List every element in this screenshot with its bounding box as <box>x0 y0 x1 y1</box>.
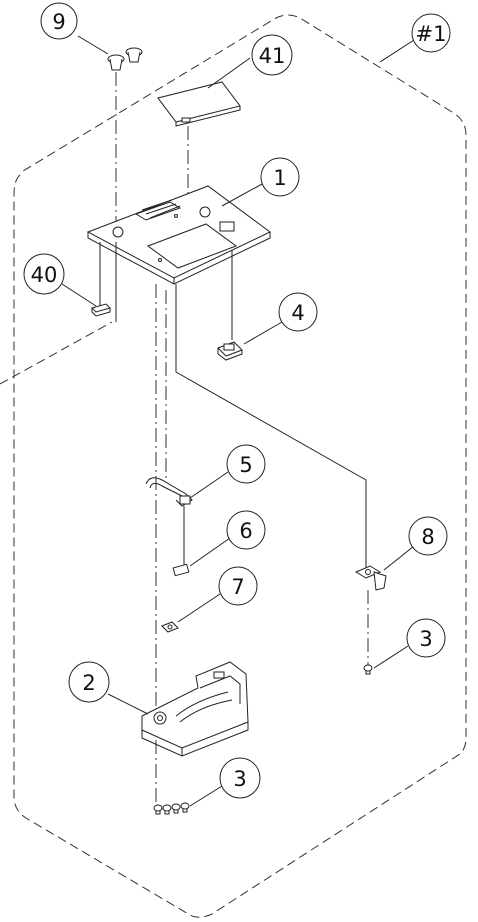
part-block-40 <box>91 303 111 317</box>
callout-6-label: 6 <box>239 519 252 543</box>
leader-3-upper <box>373 645 409 669</box>
callout-40-circle <box>23 253 65 295</box>
connection-to-8 <box>175 284 367 568</box>
assembly-callout-circle <box>411 13 451 53</box>
leader-5 <box>189 471 229 499</box>
callout-9-circle <box>40 2 78 40</box>
part-spring-5 <box>145 477 193 507</box>
callout-9-label: 9 <box>52 10 65 34</box>
part-bracket-7 <box>161 621 179 633</box>
callout-2-circle <box>68 661 110 703</box>
part-needle-plate-1 <box>86 185 271 285</box>
callout-7-circle <box>218 566 258 606</box>
leader-8 <box>383 545 415 571</box>
callout-4-circle <box>278 292 318 332</box>
leader-6 <box>189 537 231 567</box>
assembly-label: #1 <box>416 22 447 46</box>
callout-1-circle <box>260 157 300 197</box>
part-feed-base-2 <box>141 661 249 757</box>
part-pin-6 <box>172 563 190 577</box>
callout-41-label: 41 <box>259 44 286 68</box>
callout-5-label: 5 <box>239 453 252 477</box>
callout-6-circle <box>226 510 266 550</box>
callout-4-label: 4 <box>291 301 304 325</box>
leader-1 <box>221 183 263 207</box>
part-clip-4 <box>217 341 243 361</box>
callout-3-upper-circle <box>406 618 446 658</box>
part-screws-3-lower <box>153 802 190 815</box>
assembly-boundary <box>0 14 467 918</box>
callout-40-label: 40 <box>31 263 58 287</box>
part-screw-3-upper <box>363 664 373 675</box>
leader-7 <box>177 593 221 623</box>
callout-7-label: 7 <box>231 575 244 599</box>
leader-9 <box>77 35 109 55</box>
callout-1-label: 1 <box>273 166 286 190</box>
leader-40 <box>61 283 97 307</box>
leader-3-lower <box>189 785 223 807</box>
callout-3-lower-circle <box>219 757 261 799</box>
callout-3-lower-label: 3 <box>233 767 246 791</box>
part-lever-8 <box>354 565 387 591</box>
leader-41 <box>207 57 251 89</box>
callout-3-upper-label: 3 <box>419 627 432 651</box>
callout-8-label: 8 <box>421 525 434 549</box>
callout-8-circle <box>408 516 448 556</box>
callout-5-circle <box>226 444 266 484</box>
leader-2 <box>107 693 149 715</box>
part-screws-9 <box>107 47 143 71</box>
callout-2-label: 2 <box>82 671 95 695</box>
leader-4 <box>243 321 283 345</box>
part-cover-41 <box>157 81 241 127</box>
assembly-leader <box>379 39 415 63</box>
callout-41-circle <box>251 34 293 76</box>
